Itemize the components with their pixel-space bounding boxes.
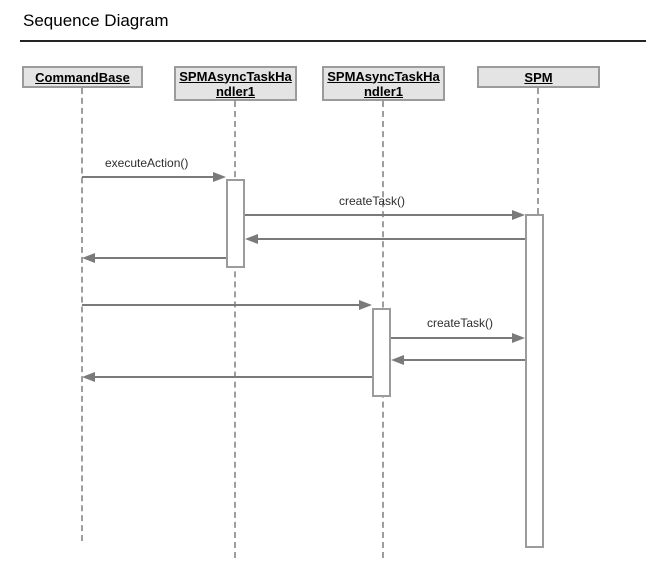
message-arrow-createtask-1[interactable] — [245, 210, 525, 220]
actor-label: SPMAsyncTaskHa — [179, 68, 292, 84]
arrowhead-icon — [359, 300, 372, 310]
return-arrow-spm-to-handler2[interactable] — [391, 355, 525, 365]
message-arrow-executeaction[interactable] — [82, 172, 226, 182]
arrow-shaft — [391, 337, 514, 339]
lifeline-commandbase[interactable] — [81, 88, 83, 541]
return-arrow-handler2-to-commandbase[interactable] — [82, 372, 372, 382]
actor-box-commandbase[interactable]: CommandBase — [22, 66, 143, 88]
activation-bar-spm[interactable] — [525, 214, 544, 548]
arrowhead-icon — [82, 253, 95, 263]
actor-label: CommandBase — [35, 69, 130, 85]
actor-box-handler2[interactable]: SPMAsyncTaskHa ndler1 — [322, 66, 445, 101]
return-arrow-spm-to-handler1[interactable] — [245, 234, 525, 244]
return-arrow-handler1-to-commandbase[interactable] — [82, 253, 226, 263]
activation-bar-handler2[interactable] — [372, 308, 391, 397]
activation-bar-handler1[interactable] — [226, 179, 245, 268]
actor-box-spm[interactable]: SPM — [477, 66, 600, 88]
arrow-shaft — [82, 304, 361, 306]
arrowhead-icon — [512, 333, 525, 343]
page-title: Sequence Diagram — [23, 11, 169, 30]
arrow-shaft — [93, 376, 372, 378]
actor-label: SPMAsyncTaskHa — [327, 68, 440, 84]
message-label-createtask-2: createTask() — [427, 316, 494, 330]
arrowhead-icon — [391, 355, 404, 365]
arrow-shaft — [245, 214, 514, 216]
actor-label: ndler1 — [215, 83, 255, 99]
arrowhead-icon — [512, 210, 525, 220]
title-divider — [20, 40, 646, 42]
message-arrow-commandbase-to-handler2[interactable] — [82, 300, 372, 310]
arrow-shaft — [402, 359, 525, 361]
lifeline-spm[interactable] — [537, 88, 539, 214]
actor-label: SPM — [524, 69, 553, 85]
arrow-shaft — [82, 176, 215, 178]
message-label-createtask-1: createTask() — [339, 194, 406, 208]
arrowhead-icon — [245, 234, 258, 244]
actor-label: ndler1 — [363, 83, 403, 99]
lifeline-handler1[interactable] — [234, 101, 236, 558]
arrowhead-icon — [82, 372, 95, 382]
arrow-shaft — [93, 257, 226, 259]
actor-box-handler1[interactable]: SPMAsyncTaskHa ndler1 — [174, 66, 297, 101]
message-arrow-createtask-2[interactable] — [391, 333, 525, 343]
arrow-shaft — [256, 238, 525, 240]
arrowhead-icon — [213, 172, 226, 182]
message-label-executeaction: executeAction() — [105, 156, 189, 170]
